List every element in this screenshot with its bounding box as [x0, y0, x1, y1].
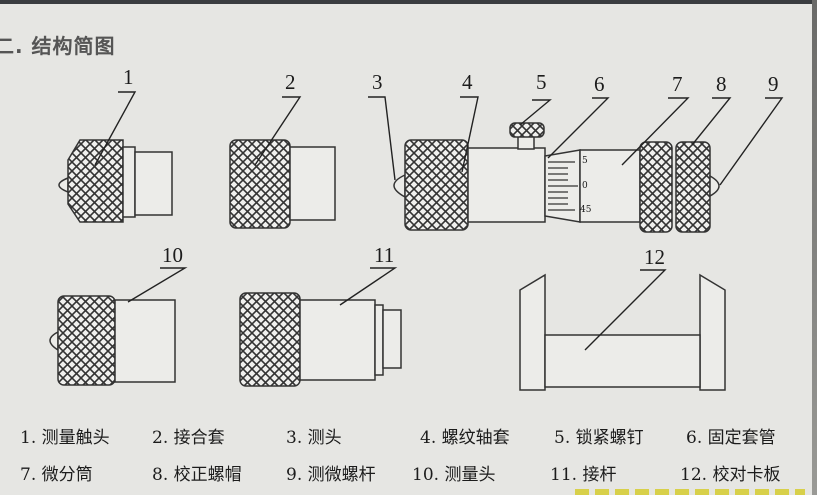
scale-mark: 45 [580, 205, 592, 215]
callout-8: 8 [716, 72, 727, 96]
callout-2: 2 [285, 70, 296, 94]
legend-item: 5. 锁紧螺钉 [554, 428, 644, 448]
screen-top-edge [0, 0, 817, 4]
legend-item: 2. 接合套 [152, 428, 225, 448]
callout-3: 3 [372, 70, 383, 94]
scale-mark: 5 [582, 156, 588, 166]
leader-lines [94, 91, 784, 351]
legend-item: 4. 螺纹轴套 [420, 428, 510, 448]
assembly-micrometer-head [393, 122, 720, 233]
callout-10: 10 [162, 243, 183, 267]
section-title: 二. 结构简图 [0, 34, 116, 58]
legend-item: 8. 校正螺帽 [152, 465, 242, 485]
legend-item: 12. 校对卡板 [680, 465, 781, 485]
callout-9: 9 [768, 72, 779, 96]
legend-item: 3. 测头 [286, 428, 342, 448]
legend-item: 7. 微分筒 [20, 465, 93, 485]
callout-6: 6 [594, 72, 605, 96]
callout-1: 1 [123, 65, 134, 89]
photo-timestamp-fragment [575, 489, 805, 495]
callout-4: 4 [462, 70, 473, 94]
legend-item: 6. 固定套管 [686, 428, 776, 448]
scale-mark: 0 [582, 181, 588, 191]
legend-item: 11. 接杆 [550, 465, 617, 485]
legend-item: 9. 测微螺杆 [286, 465, 376, 485]
callout-11: 11 [374, 243, 395, 267]
legend-item: 1. 测量触头 [20, 428, 110, 448]
part-12-calibration-gauge [519, 273, 726, 391]
part-2-coupling-sleeve [229, 139, 336, 229]
callout-5: 5 [536, 70, 547, 94]
callout-7: 7 [672, 72, 683, 96]
legend-item: 10. 测量头 [412, 465, 496, 485]
part-11-extension-rod [239, 292, 402, 387]
part-10-measuring-head [49, 295, 176, 386]
callout-12: 12 [644, 245, 665, 269]
screen-right-edge [812, 0, 817, 495]
part-1-measuring-tip [58, 139, 173, 223]
